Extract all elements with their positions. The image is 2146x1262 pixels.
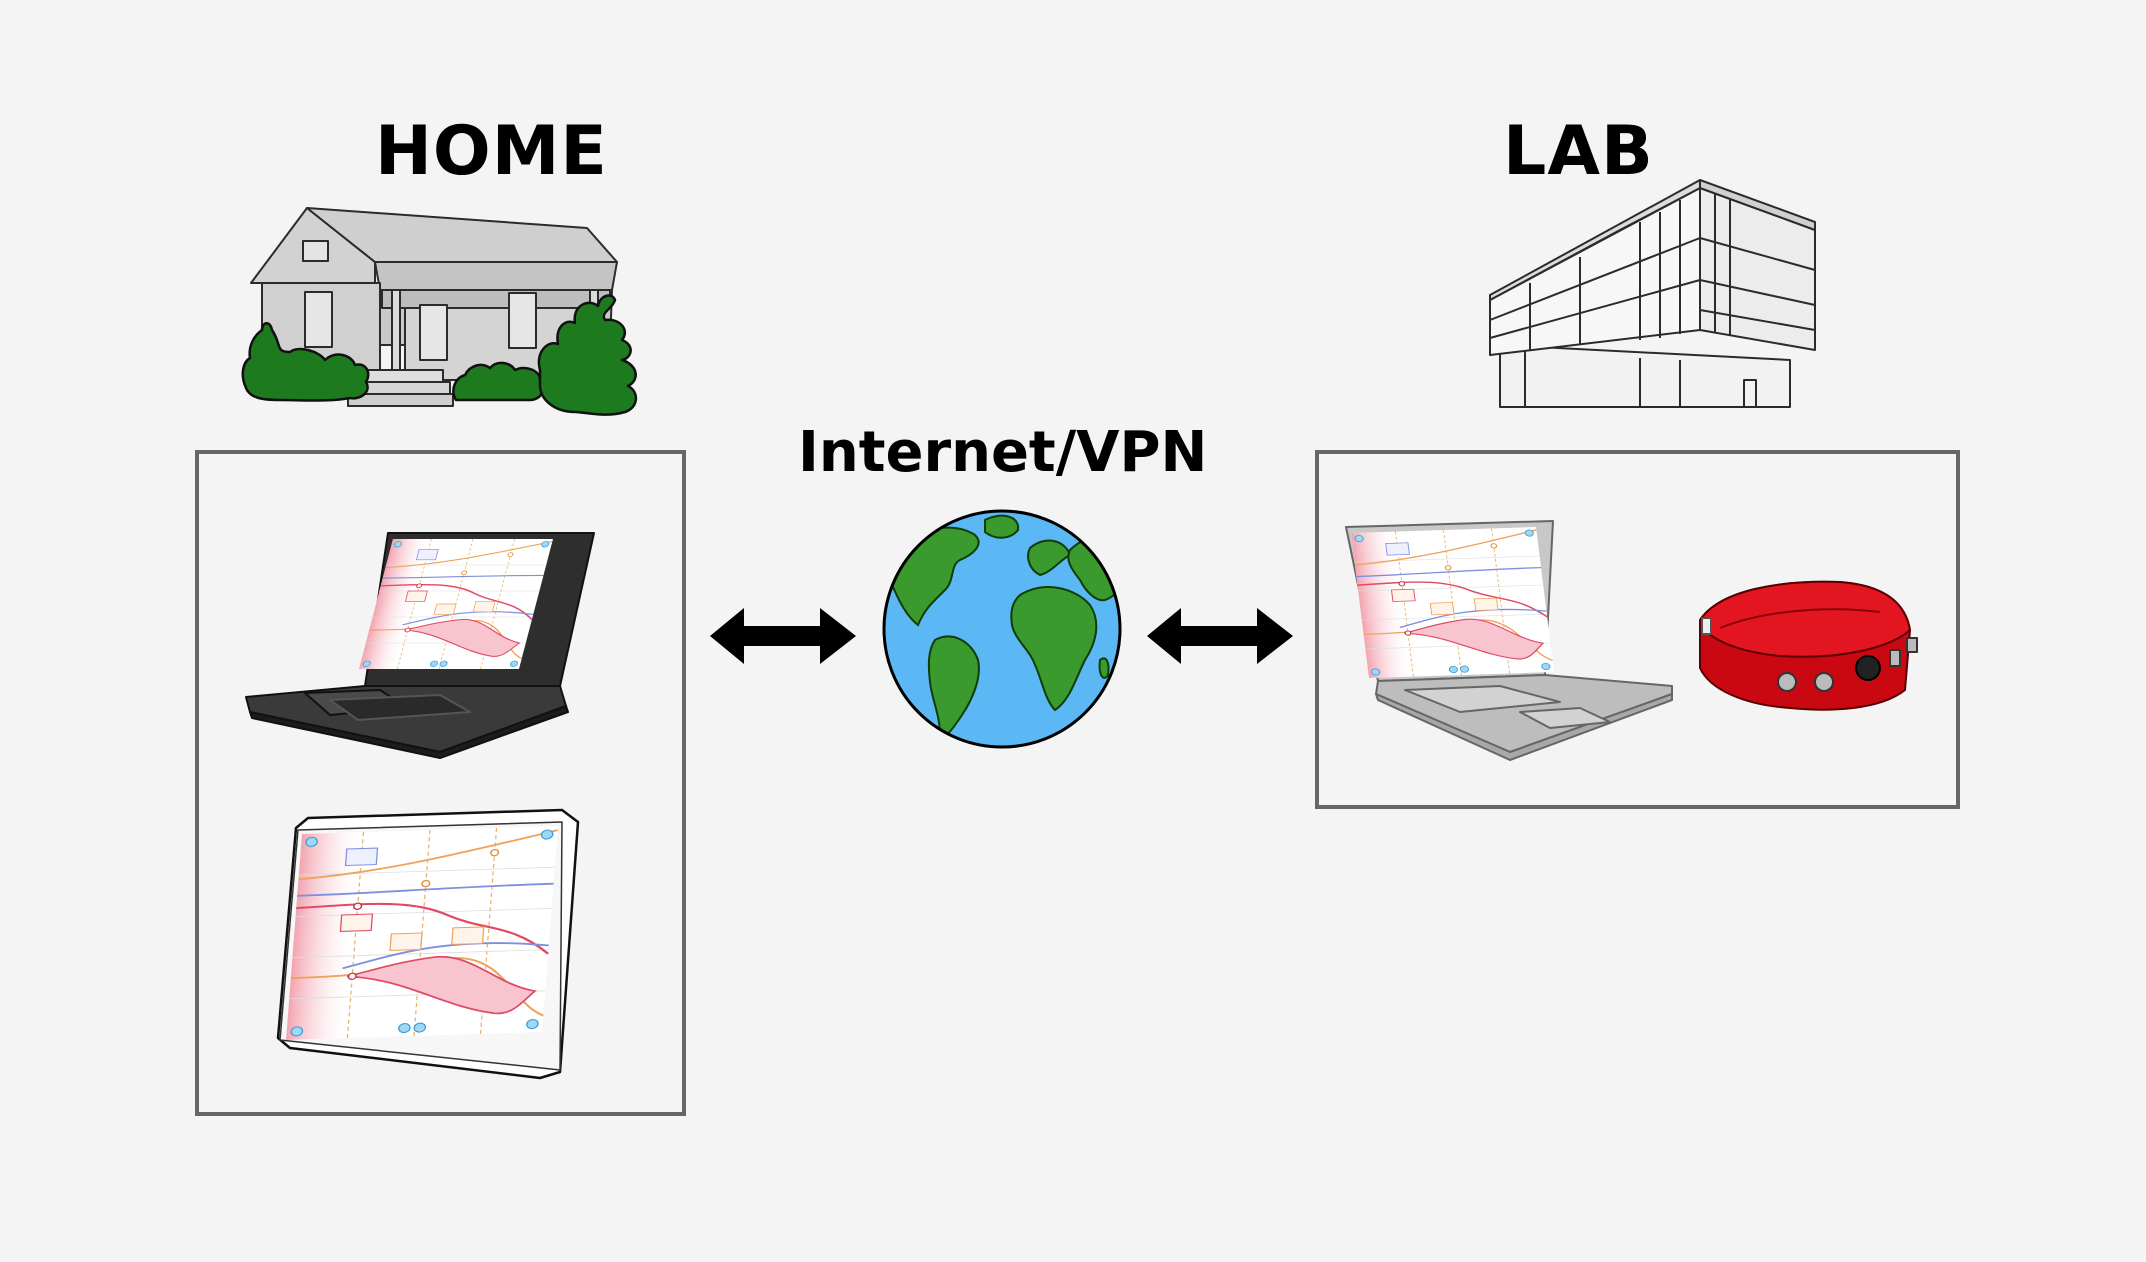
lab-label: LAB bbox=[1503, 112, 1654, 191]
double-arrow-icon-right bbox=[1147, 608, 1293, 664]
lab-laptop-screen bbox=[1350, 526, 1555, 679]
lab-devices-frame bbox=[1315, 450, 1960, 809]
red-measurement-device-icon bbox=[1699, 580, 1918, 711]
home-tablet-screen bbox=[284, 824, 560, 1042]
home-label: HOME bbox=[375, 112, 608, 191]
globe-icon bbox=[882, 509, 1122, 749]
bushes-icon bbox=[241, 294, 638, 416]
home-devices-frame bbox=[195, 450, 686, 1116]
home-laptop-screen bbox=[358, 538, 554, 670]
internet-vpn-label: Internet/VPN bbox=[798, 420, 1208, 485]
double-arrow-icon-left bbox=[710, 608, 856, 664]
lab-building-icon bbox=[1489, 179, 1816, 408]
